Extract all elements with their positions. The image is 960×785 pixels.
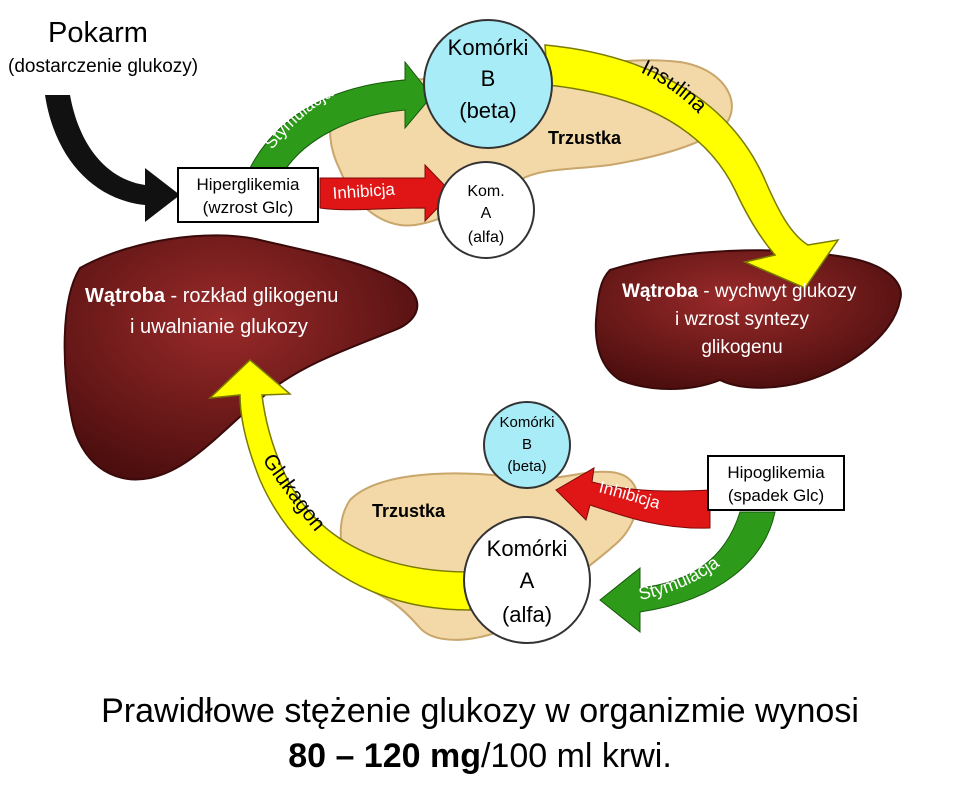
alpha-cells-top-line2: A bbox=[481, 205, 492, 222]
liver-left-text-line1: Wątroba - rozkład glikogenu bbox=[85, 285, 338, 307]
liver-left-title: Wątroba bbox=[85, 285, 166, 307]
alpha-cells-bottom-line1: Komórki bbox=[487, 536, 568, 561]
food-title: Pokarm bbox=[48, 17, 148, 49]
alpha-cells-top-line1: Kom. bbox=[467, 183, 504, 200]
food-arrow bbox=[45, 95, 180, 222]
alpha-cells-bottom bbox=[463, 516, 591, 644]
stimulation-arrow-bottom bbox=[599, 511, 776, 634]
alpha-cells-top bbox=[437, 161, 535, 259]
liver-right-text-line1: Wątroba - wychwyt glukozy bbox=[622, 281, 857, 302]
stimulation-arrow-top bbox=[249, 60, 433, 171]
beta-cells-top bbox=[423, 19, 553, 149]
alpha-cells-top-line3: (alfa) bbox=[468, 229, 504, 246]
liver-left-desc1: - rozkład glikogenu bbox=[165, 285, 338, 307]
beta-cells-top-line3: (beta) bbox=[459, 98, 516, 123]
liver-right-desc1: - wychwyt glukozy bbox=[698, 281, 857, 302]
beta-cells-bottom bbox=[483, 401, 571, 489]
beta-cells-bottom-line1: Komórki bbox=[499, 414, 554, 431]
beta-cells-bottom-line2: B bbox=[522, 436, 532, 453]
hyperglycemia-sub: (wzrost Glc) bbox=[203, 198, 294, 217]
hyperglycemia-box bbox=[177, 167, 319, 223]
inhibition-arrow-bottom bbox=[555, 467, 711, 529]
alpha-cells-bottom-line3: (alfa) bbox=[502, 602, 552, 627]
caption-line2: 80 – 120 mg/100 ml krwi. bbox=[0, 737, 960, 776]
hyperglycemia-label: Hiperglikemia bbox=[197, 175, 301, 194]
liver-left-desc2: i uwalnianie glukozy bbox=[130, 316, 308, 338]
liver-right-desc3: glikogenu bbox=[701, 337, 782, 358]
alpha-cells-bottom-line2: A bbox=[520, 568, 535, 593]
insulin-arrow bbox=[544, 44, 840, 289]
food-subtitle: (dostarczenie glukozy) bbox=[8, 56, 198, 77]
pancreas-bottom-label: Trzustka bbox=[372, 501, 446, 521]
hypoglycemia-sub: (spadek Glc) bbox=[728, 486, 824, 505]
liver-right-title: Wątroba bbox=[622, 281, 698, 302]
caption-line1: Prawidłowe stężenie glukozy w organizmie… bbox=[101, 692, 859, 730]
hypoglycemia-label: Hipoglikemia bbox=[727, 463, 825, 482]
glukagon-arrow bbox=[207, 358, 471, 611]
caption-value-bold: 80 – 120 mg bbox=[288, 737, 481, 775]
hypoglycemia-box bbox=[707, 455, 845, 511]
liver-right-desc2: i wzrost syntezy bbox=[675, 309, 810, 330]
pancreas-top-label: Trzustka bbox=[548, 128, 622, 148]
beta-cells-bottom-line3: (beta) bbox=[507, 458, 546, 475]
caption-value-rest: /100 ml krwi. bbox=[480, 737, 672, 775]
inhibition-top-label: Inhibicja bbox=[332, 180, 396, 203]
beta-cells-top-line2: B bbox=[481, 66, 496, 91]
liver-left bbox=[63, 234, 419, 481]
beta-cells-top-line1: Komórki bbox=[448, 35, 529, 60]
